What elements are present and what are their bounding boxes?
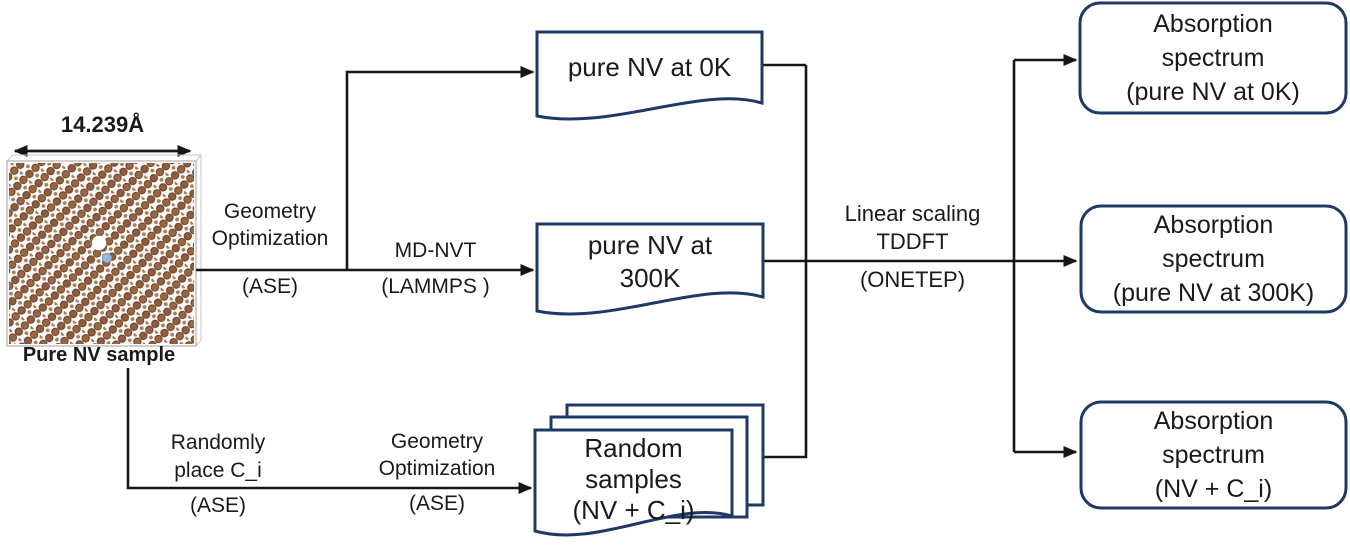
output-line: spectrum bbox=[1162, 245, 1265, 273]
vacancy-site bbox=[91, 235, 107, 251]
label-line: place C_i bbox=[174, 459, 262, 482]
doc-shape-pure-nv-300k bbox=[535, 222, 765, 316]
doc-shape-random-samples bbox=[533, 428, 734, 537]
geometry-optimization-label-top: Geometry Optimization bbox=[192, 198, 348, 252]
doc-line: samples bbox=[585, 464, 682, 494]
label-line: Geometry bbox=[223, 200, 317, 223]
doc-line: 300K bbox=[619, 263, 681, 293]
doc-random-samples-label: Random samples (NV + C_i) bbox=[535, 433, 732, 526]
output-line: Absorption bbox=[1153, 211, 1274, 239]
output-box-abs-300k bbox=[1079, 204, 1348, 314]
geometry-optimization-label-bottom: Geometry Optimization bbox=[357, 428, 517, 482]
tddft-label: Linear scaling TDDFT bbox=[815, 200, 1010, 256]
doc-line: Random bbox=[584, 433, 683, 463]
onetep-label: (ONETEP) bbox=[859, 267, 966, 292]
lammps-label: (LAMMPS ) bbox=[381, 275, 490, 298]
randomly-place-label: Randomly place C_i bbox=[138, 429, 298, 485]
ase-label-bottom-right: (ASE) bbox=[408, 492, 465, 515]
output-absorption-0k-label: Absorption spectrum (pure NV at 0K) bbox=[1080, 3, 1346, 113]
dimension-label: 14.239Å bbox=[60, 112, 145, 137]
ase-label-top: (ASE) bbox=[241, 275, 298, 298]
output-line: spectrum bbox=[1161, 44, 1265, 72]
output-box-abs-ci bbox=[1079, 400, 1348, 510]
output-absorption-nv-ci-label: Absorption spectrum (NV + C_i) bbox=[1081, 402, 1346, 508]
output-box-abs-0k bbox=[1078, 1, 1348, 115]
output-line: (pure NV at 0K) bbox=[1126, 78, 1300, 106]
sample-caption: Pure NV sample bbox=[22, 344, 176, 366]
md-nvt-label: MD-NVT bbox=[394, 239, 477, 262]
output-line: (pure NV at 300K) bbox=[1112, 279, 1315, 307]
label-line: Optimization bbox=[378, 457, 496, 480]
doc-line: (NV + C_i) bbox=[572, 495, 695, 525]
arrow-branch-to-0k bbox=[345, 66, 535, 270]
doc-line: pure NV at bbox=[587, 230, 713, 260]
output-line: spectrum bbox=[1162, 441, 1265, 469]
label-line: Randomly bbox=[170, 431, 266, 454]
label-line: Geometry bbox=[390, 430, 484, 453]
label-line: Linear scaling bbox=[844, 201, 981, 226]
bus-line-left bbox=[764, 65, 808, 459]
doc-pure-nv-0k-label: pure NV at 0K bbox=[537, 32, 762, 102]
doc-shape-pure-nv-0k bbox=[535, 30, 764, 121]
label-line: TDDFT bbox=[876, 229, 949, 254]
unit-cell-depth-lines bbox=[6, 154, 203, 347]
sample-image bbox=[6, 154, 203, 347]
crystal-lattice bbox=[9, 163, 194, 344]
doc-pure-nv-300k-label: pure NV at 300K bbox=[537, 224, 763, 300]
label-line: Optimization bbox=[211, 227, 329, 250]
output-line: Absorption bbox=[1153, 10, 1273, 38]
doc-line: pure NV at 0K bbox=[567, 51, 732, 82]
arrow-sample-to-random bbox=[126, 368, 533, 494]
output-line: (NV + C_i) bbox=[1154, 475, 1273, 503]
nitrogen-atom bbox=[101, 252, 113, 264]
output-absorption-300k-label: Absorption spectrum (pure NV at 300K) bbox=[1081, 206, 1346, 312]
ase-label-bottom-left: (ASE) bbox=[189, 494, 246, 517]
output-line: Absorption bbox=[1153, 407, 1274, 435]
